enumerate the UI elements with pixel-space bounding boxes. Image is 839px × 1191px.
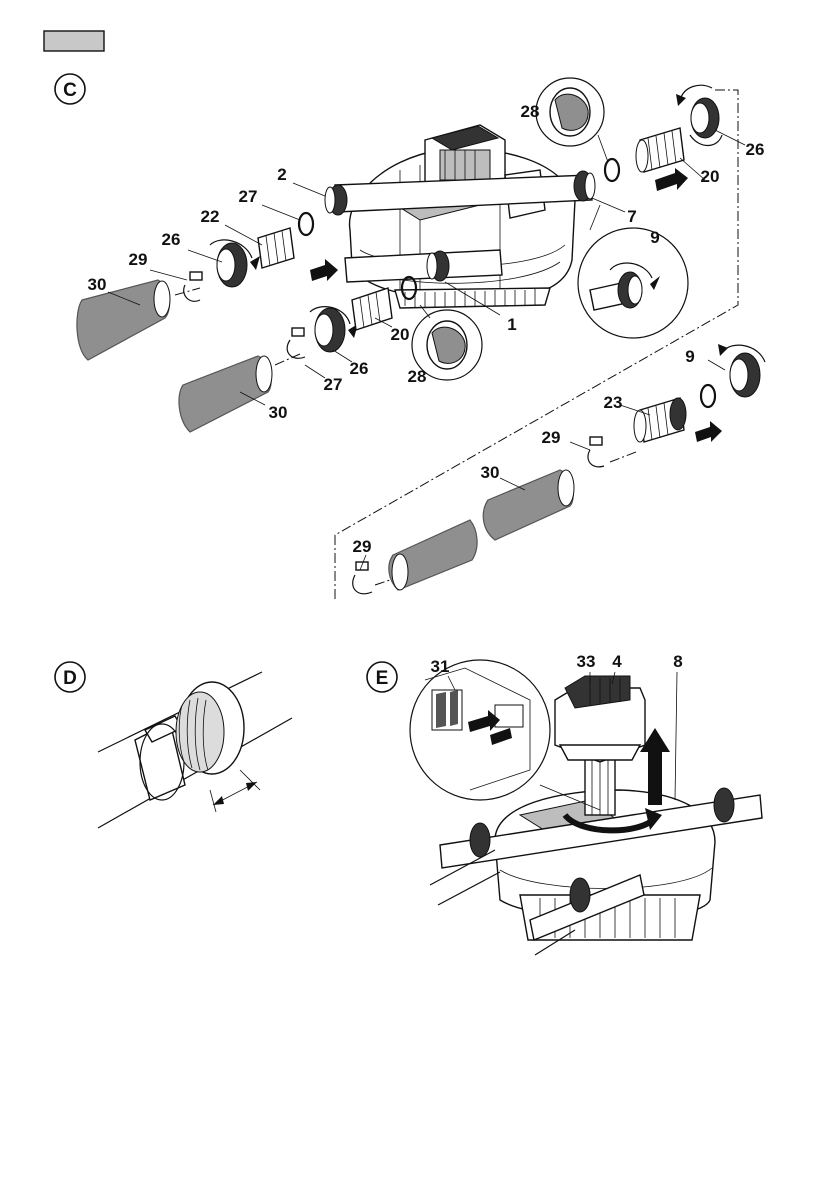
callout-c-30-right: 30 xyxy=(481,463,500,482)
callout-c-28-top: 28 xyxy=(521,102,540,121)
connector-nut-7 xyxy=(574,171,595,201)
callout-c-28-bottom: 28 xyxy=(408,367,427,386)
hose-tail-20-top xyxy=(636,128,684,172)
section-e-marker: E xyxy=(367,662,397,692)
flow-arrow-left xyxy=(310,259,338,281)
callout-c-20-mid: 20 xyxy=(391,325,410,344)
callout-c-22: 22 xyxy=(201,207,220,226)
hose-clamp-29-bottom xyxy=(353,562,372,594)
callout-c-27-mid: 27 xyxy=(324,375,343,394)
dimension-arrow xyxy=(210,770,260,812)
section-c-marker: C xyxy=(55,74,85,104)
callout-c-29-bottom: 29 xyxy=(353,537,372,556)
union-nut-26-left xyxy=(210,240,260,287)
union-nut-detail xyxy=(176,682,244,774)
svg-text:E: E xyxy=(376,668,389,689)
zoom-circle-seal-top xyxy=(536,78,608,162)
hose-clamp-27-middle xyxy=(287,328,305,358)
section-d-marker: D xyxy=(55,662,85,692)
callout-c-2: 2 xyxy=(277,165,286,184)
callout-c-30-left: 30 xyxy=(88,275,107,294)
callout-c-26-mid: 26 xyxy=(350,359,369,378)
connector-nut-1 xyxy=(427,251,449,281)
connector-nut-2 xyxy=(325,185,347,215)
section-d: D xyxy=(55,662,292,828)
callout-e-31: 31 xyxy=(431,657,450,676)
callout-c-27-left: 27 xyxy=(239,187,258,206)
callout-c-30-mid: 30 xyxy=(269,403,288,422)
header-tab xyxy=(44,31,104,51)
callout-c-1: 1 xyxy=(507,315,516,334)
callout-c-26-top: 26 xyxy=(746,140,765,159)
hose-30-middle xyxy=(179,356,272,432)
callout-e-33: 33 xyxy=(577,652,596,671)
hose-clamp-29-middle xyxy=(588,437,604,467)
union-nut-9-right xyxy=(718,344,765,397)
svg-text:D: D xyxy=(63,668,77,689)
callout-c-9-mid: 9 xyxy=(650,228,659,247)
union-nut-26-top xyxy=(676,85,722,145)
callout-c-29-mid: 29 xyxy=(542,428,561,447)
hose-tail-23 xyxy=(634,398,686,442)
callout-e-4: 4 xyxy=(612,652,622,671)
section-e: E xyxy=(367,652,762,955)
callout-e-8: 8 xyxy=(673,652,682,671)
seal-ring-28-top xyxy=(605,159,619,181)
flow-arrow-top-right xyxy=(655,168,688,191)
svg-text:C: C xyxy=(63,80,77,101)
callout-c-29-left: 29 xyxy=(129,250,148,269)
union-nut-26-middle xyxy=(310,307,358,352)
callout-c-7: 7 xyxy=(627,207,636,226)
seal-ring-right xyxy=(701,385,715,407)
callout-c-23: 23 xyxy=(604,393,623,412)
callout-c-9-right: 9 xyxy=(685,347,694,366)
callout-c-26-left: 26 xyxy=(162,230,181,249)
callout-c-20-top: 20 xyxy=(701,167,720,186)
seal-ring-27-left xyxy=(299,213,313,235)
hose-tail-22 xyxy=(258,228,294,268)
flow-arrow-right xyxy=(695,421,722,442)
section-c: C xyxy=(55,74,765,600)
hose-clamp-29-left xyxy=(184,272,202,301)
